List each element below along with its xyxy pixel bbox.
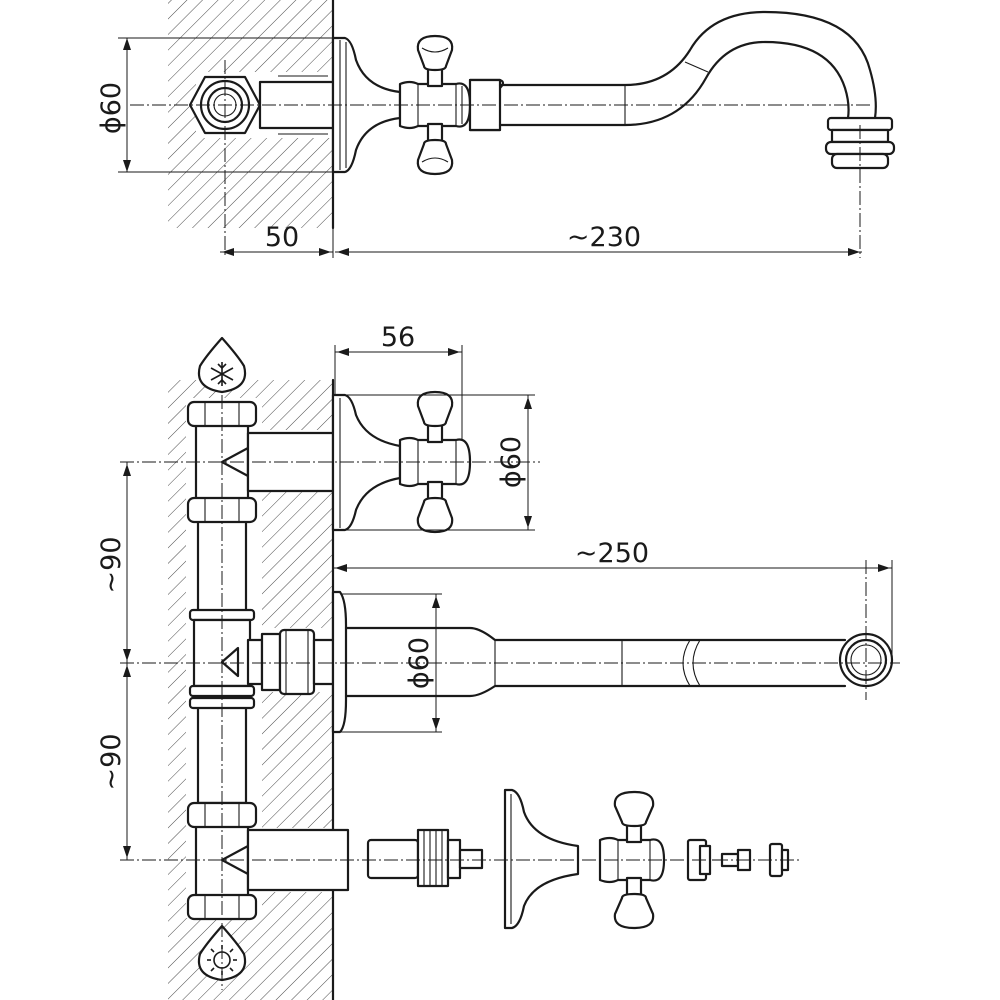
exploded-escutcheon <box>503 788 580 930</box>
exploded-handle <box>598 790 666 930</box>
front-spout-connector <box>246 628 335 696</box>
front-handle-width-dimension: 56 <box>334 322 463 440</box>
top-diameter-dimension: ϕ60 <box>96 37 345 173</box>
front-lower-spacing-label: ~90 <box>96 734 127 791</box>
top-reach-dimension: ~230 <box>335 222 862 256</box>
top-offset-label: 50 <box>265 222 299 253</box>
front-handle-diameter-dimension: ϕ60 <box>345 394 535 531</box>
top-handle-knob-upper <box>416 34 454 72</box>
front-spout-diameter-dimension: ϕ60 <box>340 593 442 733</box>
top-spout <box>468 10 877 132</box>
top-offset-dimension: 50 <box>220 172 334 258</box>
top-reach-label: ~230 <box>567 222 641 253</box>
front-spout-reach-dimension: ~250 <box>332 538 893 660</box>
snowflake-drop-icon <box>197 336 247 394</box>
exploded-cartridge <box>366 828 484 888</box>
front-upper-valve-body <box>398 390 472 534</box>
front-upper-spacing-label: ~90 <box>96 537 127 594</box>
front-handle-diameter-label: ϕ60 <box>496 436 527 488</box>
front-spout-escutcheon <box>331 590 348 734</box>
front-view: 56 ϕ60 ~250 ϕ60 <box>96 322 900 1000</box>
front-handle-width-label: 56 <box>381 322 415 353</box>
top-handle-knob-lower <box>416 138 454 176</box>
front-lower-spacing-dimension: ~90 <box>96 663 131 860</box>
front-upper-spacing-dimension: ~90 <box>96 462 131 663</box>
front-spout-diameter-label: ϕ60 <box>404 637 435 689</box>
top-view: ϕ60 50 ~230 <box>96 0 896 258</box>
top-diameter-label: ϕ60 <box>96 82 127 134</box>
front-spout-reach-label: ~250 <box>575 538 649 569</box>
